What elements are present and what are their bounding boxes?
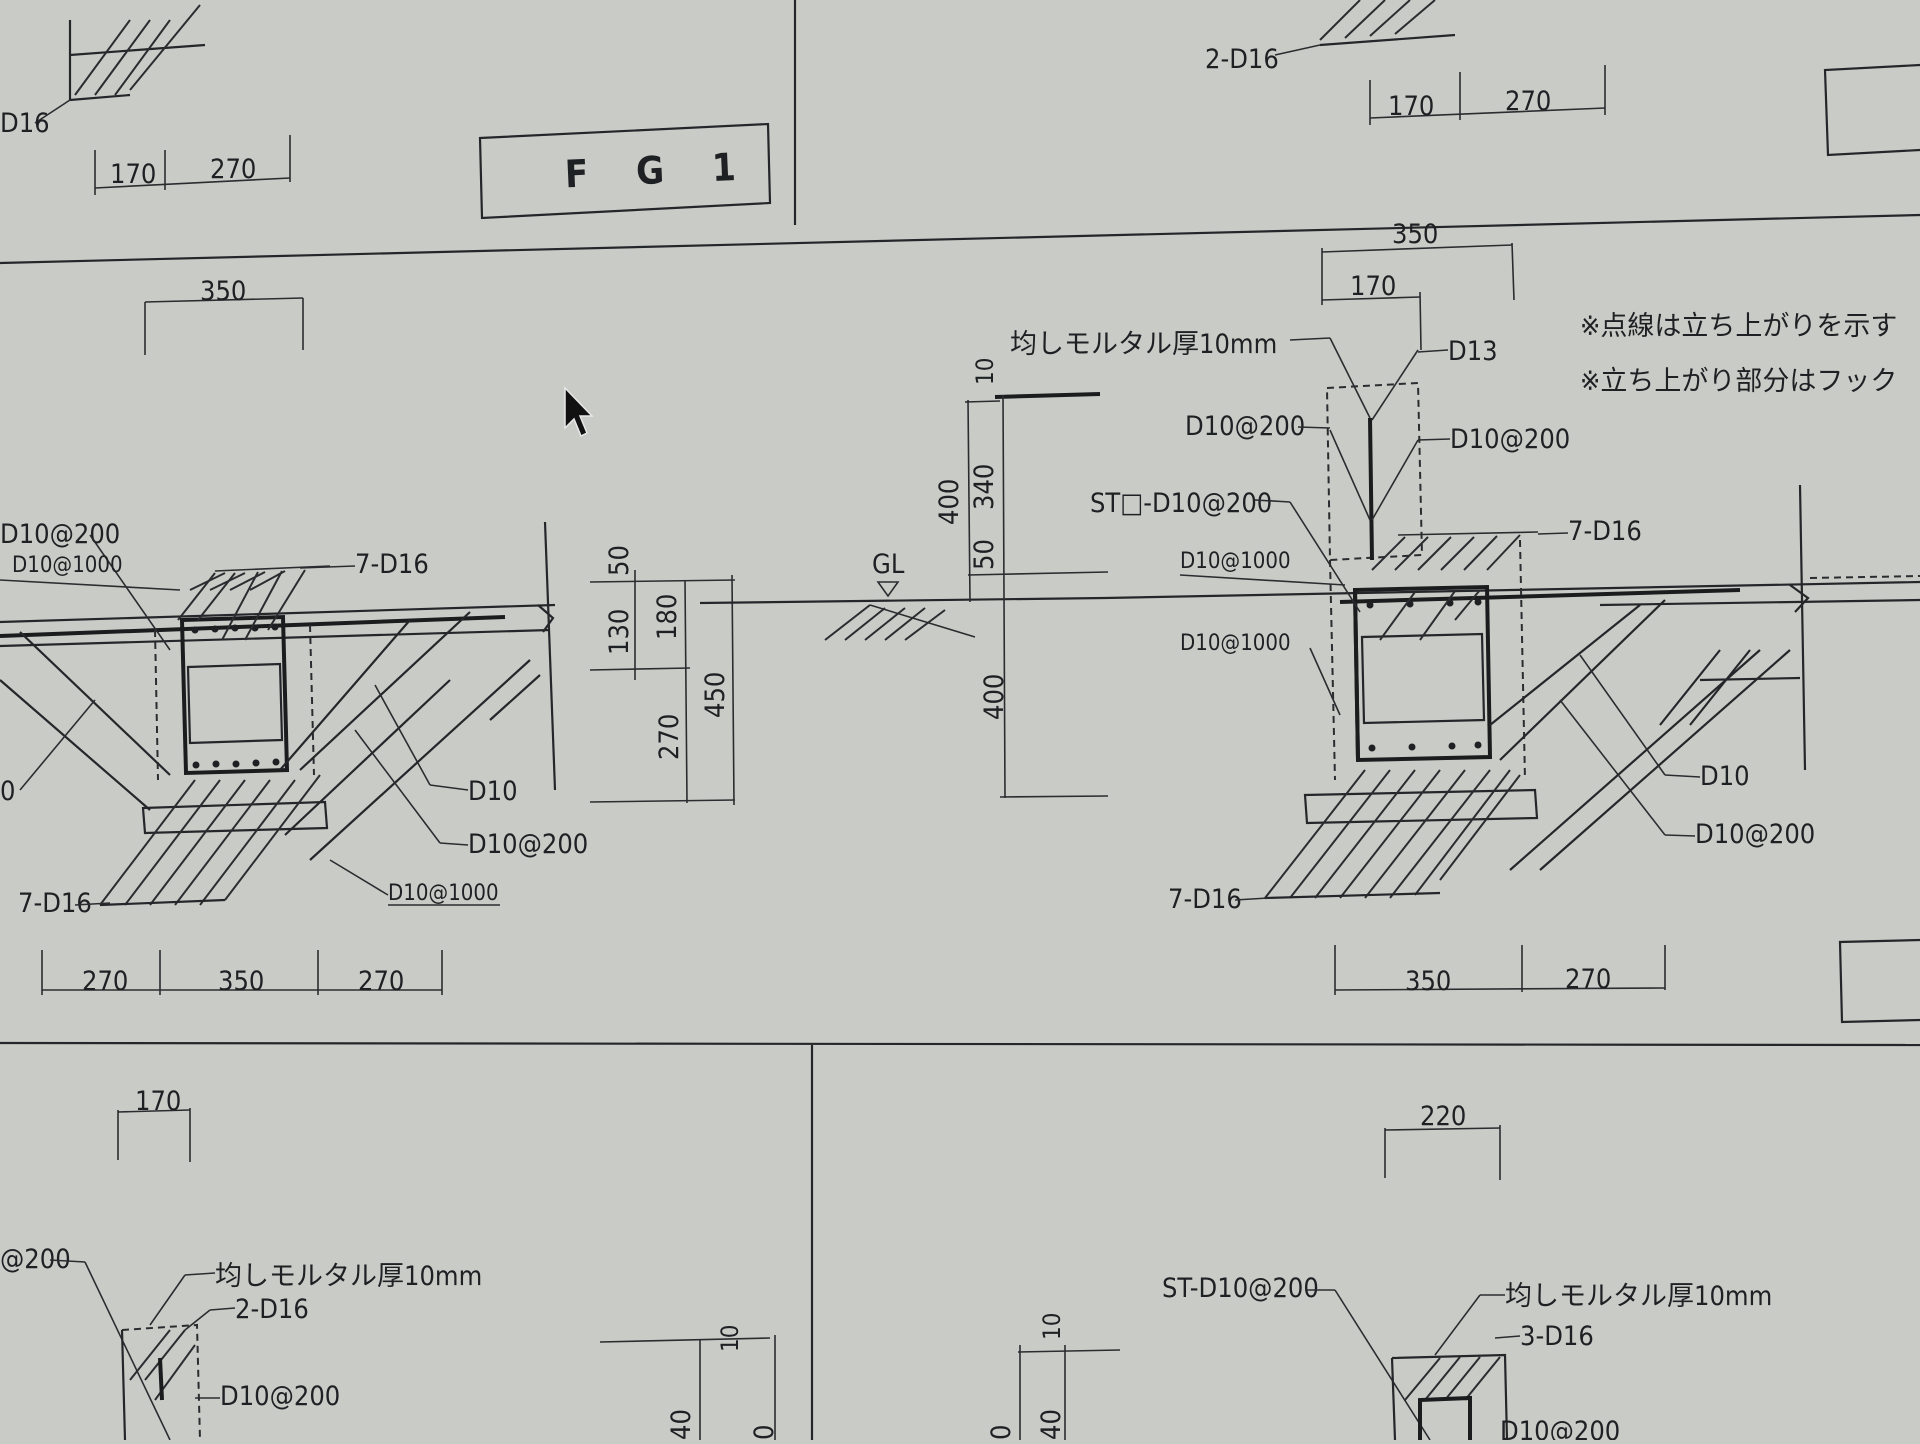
section-title-fg1: F G 1 [564, 144, 755, 196]
rebar-label-d10-200: D10@200 [1500, 1416, 1620, 1440]
rebar-label-2-d16: 2-D16 [1205, 44, 1279, 75]
rebar-label-d10-200: D10@200 [220, 1381, 340, 1412]
rebar-label-7-d16-top: 7-D16 [355, 549, 429, 580]
bottom-right-detail: 220 ST-D10@200 均しモルタル厚10mm 3-D16 D10@200… [986, 1101, 1772, 1444]
label-mortar: 均しモルタル厚10mm [1505, 1281, 1772, 1312]
cut-label: 0 [0, 776, 15, 807]
rebar-label-d10-200-b: D10@200 [468, 829, 588, 860]
rebar-label-d10: D10 [1700, 761, 1750, 792]
dim-270: 270 [1505, 86, 1551, 117]
label-mortar: 均しモルタル厚10mm [215, 1261, 482, 1292]
dim-50-elev: 50 [969, 539, 1000, 570]
rebar-label-d10-200: D10@200 [0, 519, 120, 550]
rebar-label-stirrup: ST-D10@200 [1162, 1273, 1319, 1304]
rebar-label-200: @200 [0, 1244, 71, 1275]
dim-350: 350 [200, 276, 246, 307]
dim-10: 10 [971, 358, 999, 385]
note-1: ※点線は立ち上がりを示す [1580, 311, 1897, 342]
right-beam-section: 350 170 [1010, 219, 1920, 1024]
mouse-cursor-icon [564, 386, 594, 438]
dim-170: 170 [110, 159, 156, 190]
dim-270-left: 270 [82, 966, 128, 997]
dim-450: 450 [700, 672, 731, 718]
rebar-label-3-d16: 3-D16 [1520, 1321, 1594, 1352]
notes: ※点線は立ち上がりを示す ※立ち上がり部分はフック [1580, 311, 1897, 397]
left-beam-section: 350 [0, 276, 588, 997]
top-middle-detail: 2-D16 170 270 [1205, 0, 1920, 157]
dim-350-top: 350 [1392, 219, 1438, 250]
rebar-label-d10-1000-a: D10@1000 [1180, 549, 1291, 574]
dim-340: 340 [969, 464, 1000, 510]
note-2: ※立ち上がり部分はフック [1580, 366, 1897, 397]
bottom-left-detail: 170 @200 均しモルタル厚10mm 2-D16 D10@200 10 40… [0, 1086, 780, 1441]
dim-170: 170 [1388, 91, 1434, 122]
dim-270-right: 270 [358, 966, 404, 997]
rebar-label-7-d16-bottom: 7-D16 [18, 888, 92, 919]
rebar-label-d10-200-left: D10@200 [1185, 411, 1305, 442]
elevation-dimensions: 10 340 400 50 400 [934, 358, 1109, 799]
rebar-label-7-d16-bottom: 7-D16 [1168, 884, 1242, 915]
top-left-detail: D16 170 270 [0, 4, 291, 195]
dim-170-top: 170 [1350, 271, 1396, 302]
dim-40: 40 [666, 1409, 697, 1440]
dim-350-mid: 350 [218, 966, 264, 997]
dim-0: 0 [749, 1425, 780, 1440]
dim-270-depth: 270 [654, 714, 685, 760]
dim-10: 10 [1038, 1313, 1066, 1340]
dim-130: 130 [604, 609, 635, 655]
rebar-label-d16: D16 [0, 108, 50, 139]
dim-400-top: 400 [934, 479, 965, 525]
rebar-label-d10-1000-b: D10@1000 [1180, 631, 1291, 656]
dim-220: 220 [1420, 1101, 1466, 1132]
dim-270-bottom: 270 [1565, 964, 1611, 995]
rebar-label-d10-1000: D10@1000 [12, 553, 123, 578]
gl-label: GL [872, 549, 905, 580]
rebar-label-7-d16-top: 7-D16 [1568, 516, 1642, 547]
dim-350-bottom: 350 [1405, 966, 1451, 997]
depth-dimensions: 50 130 180 270 450 [589, 545, 736, 806]
rebar-label-d10-1000-b: D10@1000 [388, 881, 499, 906]
dim-400-bottom: 400 [979, 674, 1010, 720]
label-mortar: 均しモルタル厚10mm [1010, 329, 1277, 360]
rebar-label-stirrup: ST□-D10@200 [1090, 488, 1272, 519]
rebar-label-2-d16: 2-D16 [235, 1294, 309, 1325]
rebar-label-d10-200-b: D10@200 [1695, 819, 1815, 850]
title-box: F G 1 [478, 122, 772, 220]
rebar-label-d10-200-right: D10@200 [1450, 424, 1570, 455]
dim-180: 180 [652, 594, 683, 640]
rebar-label-d13: D13 [1448, 336, 1498, 367]
dim-0: 0 [986, 1425, 1017, 1440]
rebar-label-d10: D10 [468, 776, 518, 807]
dim-50: 50 [604, 545, 635, 576]
dim-40: 40 [1036, 1409, 1067, 1440]
dim-270: 270 [210, 154, 256, 185]
ground-level-marker: GL [699, 549, 1106, 641]
dim-170: 170 [135, 1086, 181, 1117]
dim-10: 10 [716, 1325, 744, 1352]
